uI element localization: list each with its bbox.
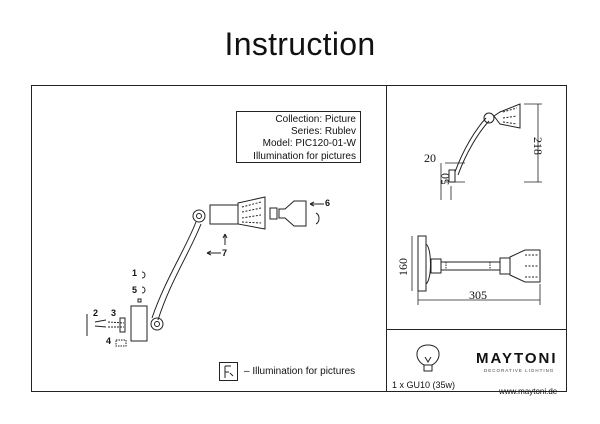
brand-logo: MAYTONI [476,350,558,367]
legend-label: – Illumination for pictures [244,366,356,377]
page-title: Instruction [224,26,376,62]
picture-light-icon [224,365,231,378]
dimension-160: 160 [396,258,410,276]
base-joint [150,317,164,331]
side-view [440,103,542,200]
wall-base-plate [130,305,148,342]
dimension-20: 20 [424,151,436,165]
collection-label: Collection: Picture [275,114,356,125]
part-number-7: 7 [222,248,228,258]
top-view [411,235,541,305]
bulb-spec: 1 x GU10 (35w) [392,380,456,390]
brand-website: www.maytoni.de [499,387,558,396]
model-label: Model: PIC120-01-W [262,138,356,150]
product-info-box: Collection: Picture Series: Rublev Model… [236,111,361,163]
dimension-50: 50 [438,173,452,185]
frame-divider-vertical [386,85,387,392]
part-number-3: 3 [111,308,117,318]
lamp-head-body [209,204,239,225]
curved-arm-inner [157,223,202,321]
light-bulb-icon [416,344,440,372]
instruction-frame [31,85,567,392]
gu10-bulb [278,200,307,227]
part-number-5: 5 [132,285,138,295]
part-number-1: 1 [132,268,138,278]
frame-divider-horizontal [386,329,567,330]
top-joint [192,209,206,223]
dimension-305: 305 [469,288,487,302]
part-number-2: 2 [93,308,99,318]
series-label: Series: Rublev [290,126,356,138]
ornate-shade [237,196,266,230]
curved-arm [151,221,197,319]
purpose-label: Illumination for pictures [253,150,356,162]
legend-icon-box [219,362,238,381]
rotate-arrow [315,212,320,225]
part-number-4: 4 [106,336,112,346]
brand-tagline: DECORATIVE LIGHTING [484,368,555,373]
dimension-218: 218 [531,137,545,155]
part-number-6: 6 [325,198,331,208]
